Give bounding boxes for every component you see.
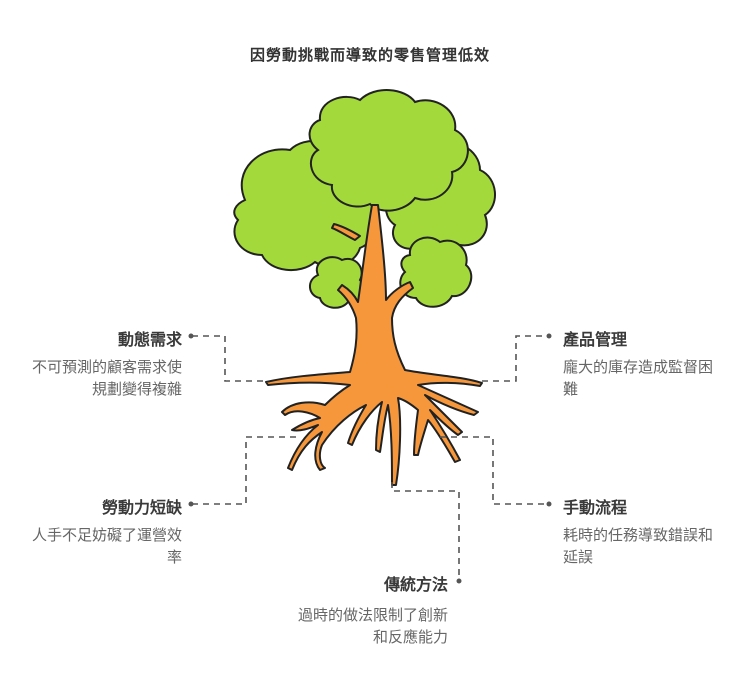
connector-labor-shortage [192,436,300,505]
diagram-title: 因勞動挑戰而導致的零售管理低效 [249,46,490,64]
node-label-dynamic-demand: 動態需求 [117,330,182,349]
node-label-labor-shortage: 勞動力短缺 [101,498,182,517]
connector-dots [188,333,552,584]
node-label-product-management: 產品管理 [563,330,628,349]
tree-trunk [265,204,483,486]
node-label-manual-process: 手動流程 [563,498,628,517]
node-desc-traditional-methods: 過時的做法限制了創新和反應能力 [298,606,449,646]
node-desc-manual-process: 耗時的任務導致錯誤和延誤 [563,526,714,566]
node-desc-dynamic-demand: 不可預測的顧客需求使規劃變得複雜 [32,358,183,398]
node-desc-labor-shortage: 人手不足妨礙了運營效率 [32,526,183,566]
connector-product-management [482,335,548,382]
connector-traditional-methods [391,482,460,580]
connector-manual-process [440,436,548,505]
connector-dynamic-demand [192,335,265,382]
connectors [192,335,548,580]
node-desc-product-management: 龐大的庫存造成監督困難 [563,358,714,398]
node-label-traditional-methods: 傳統方法 [383,575,448,594]
